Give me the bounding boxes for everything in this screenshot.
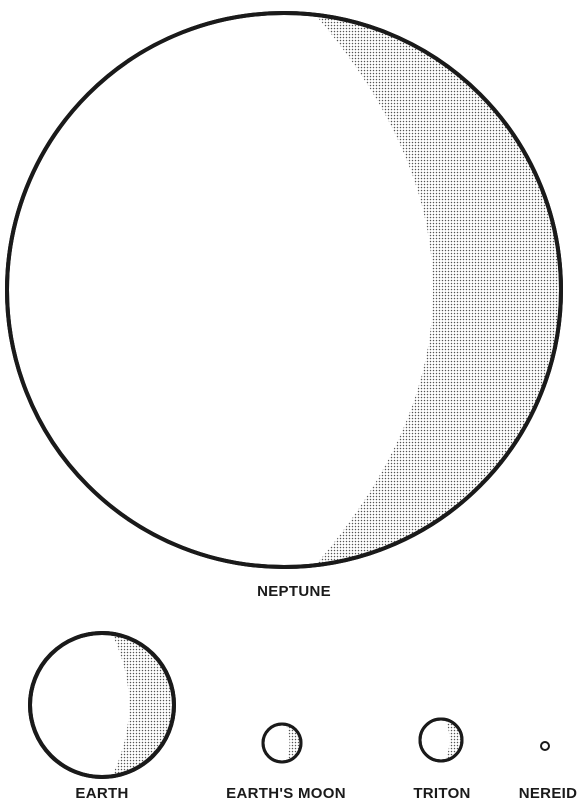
earths-moon-figure: EARTH'S MOON [226,722,346,802]
nereid-label: NEREID [519,785,577,802]
earths-moon-label: EARTH'S MOON [226,785,346,802]
neptune-figure: NEPTUNE [7,4,587,600]
nereid-disk [541,742,549,750]
earth-label: EARTH [75,785,128,802]
triton-label: TRITON [413,785,470,802]
earth-figure: EARTH [30,630,190,802]
neptune-label: NEPTUNE [257,583,331,600]
nereid-figure: NEREID [519,742,577,802]
triton-figure: TRITON [413,717,470,802]
